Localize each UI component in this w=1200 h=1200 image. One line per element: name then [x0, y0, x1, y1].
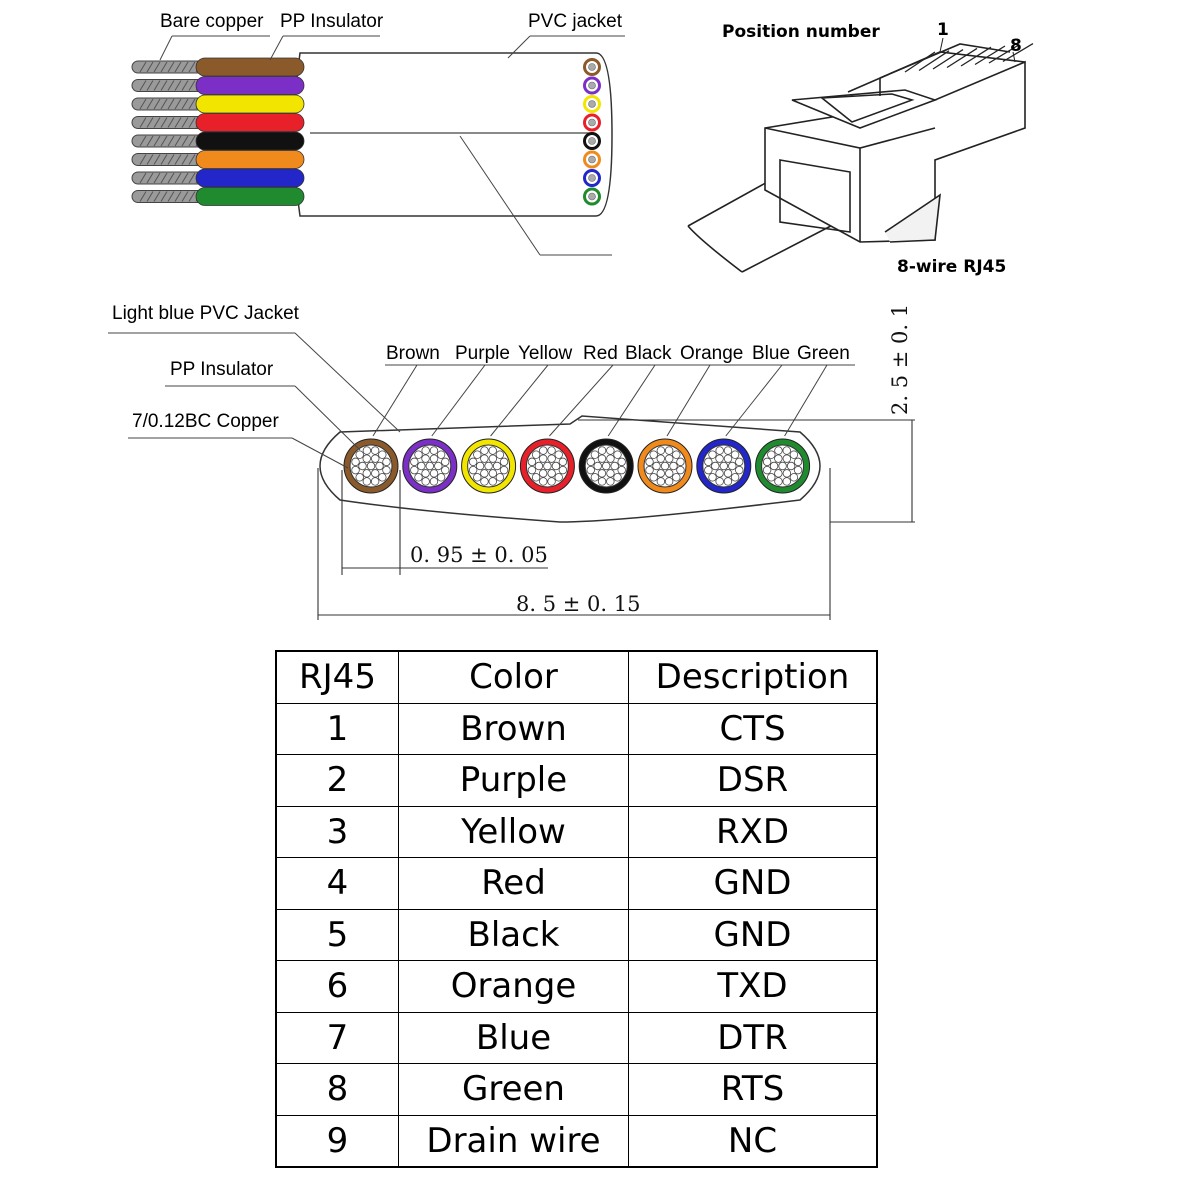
description-cell: RTS: [628, 1063, 878, 1116]
header-description: Description: [628, 650, 878, 704]
color-cell: Red: [398, 857, 629, 910]
pin-cell: 3: [275, 805, 399, 858]
label-light-blue-pvc-jacket: Light blue PVC Jacket: [112, 303, 300, 324]
color-cell: Brown: [398, 702, 629, 755]
description-cell: TXD: [628, 960, 878, 1013]
color-cell: Purple: [398, 754, 629, 807]
pin-cell: 2: [275, 754, 399, 807]
description-cell: NC: [628, 1114, 878, 1168]
wire-label-orange: Orange: [680, 343, 743, 364]
pin-cell: 8: [275, 1063, 399, 1116]
wire-label-green: Green: [797, 343, 850, 364]
description-cell: GND: [628, 857, 878, 910]
color-cell: Black: [398, 908, 629, 961]
pin-cell: 7: [275, 1011, 399, 1064]
wire-cross-sections: Brown Purple Yellow Red Black Orange Blue Green: [343, 343, 850, 494]
flat-cable-illustration: Bare copper PP Insulator PVC jacket: [131, 11, 625, 256]
pin-cell: 9: [275, 1114, 399, 1168]
color-cell: Blue: [398, 1011, 629, 1064]
wire-strips: [131, 57, 305, 206]
insulated-wire-blue: [195, 168, 305, 188]
color-cell: Drain wire: [398, 1114, 629, 1168]
description-cell: DSR: [628, 754, 878, 807]
dim-thickness: 2. 5 ± 0. 1: [888, 304, 912, 415]
color-cell: Yellow: [398, 805, 629, 858]
label-copper-spec: 7/0.12BC Copper: [132, 411, 279, 432]
label-position-8: 8: [1010, 36, 1022, 56]
pin-cell: 5: [275, 908, 399, 961]
pin-cell: 1: [275, 702, 399, 755]
table-header-row: RJ45 Color Description: [275, 650, 878, 704]
rj45-connector-illustration: [687, 37, 1034, 273]
cross-section-illustration: Brown Purple Yellow Red Black Orange Blue Green…: [108, 303, 915, 620]
pin-cell: 4: [275, 857, 399, 910]
wire-label-black: Black: [625, 343, 672, 364]
diagram-canvas: Bare copper PP Insulator PVC jacket Posi…: [108, 11, 1034, 620]
pvc-jacket-shape: [293, 52, 613, 217]
insulated-wire-purple: [195, 76, 305, 95]
description-cell: GND: [628, 908, 878, 961]
dim-width: 8. 5 ± 0. 15: [516, 592, 640, 616]
description-cell: DTR: [628, 1011, 878, 1064]
insulated-wire-orange: [195, 150, 305, 169]
label-bare-copper: Bare copper: [160, 11, 264, 32]
insulated-wire-green: [195, 187, 305, 206]
label-8-wire-rj45: 8-wire RJ45: [897, 257, 1006, 277]
label-pp-insulator: PP Insulator: [170, 359, 274, 380]
insulated-wire-brown: [195, 57, 305, 77]
insulated-wire-yellow: [195, 94, 305, 114]
wire-label-red: Red: [583, 343, 618, 364]
label-position-1: 1: [937, 20, 949, 40]
label-pp-insulator-top: PP Insulator: [280, 11, 384, 32]
wire-label-purple: Purple: [455, 343, 510, 364]
pin-cell: 6: [275, 960, 399, 1013]
wire-label-yellow: Yellow: [518, 343, 573, 364]
wire-label-brown: Brown: [386, 343, 440, 364]
color-cell: Green: [398, 1063, 629, 1116]
description-cell: RXD: [628, 805, 878, 858]
label-pvc-jacket: PVC jacket: [528, 11, 623, 32]
insulated-wire-red: [195, 113, 305, 132]
wire-label-blue: Blue: [752, 343, 790, 364]
description-cell: CTS: [628, 702, 878, 755]
header-color: Color: [398, 650, 629, 704]
dim-pitch: 0. 95 ± 0. 05: [410, 543, 548, 567]
label-position-number: Position number: [722, 22, 880, 42]
insulated-wire-black: [195, 131, 305, 151]
cable-end-view: [583, 58, 601, 206]
header-rj45: RJ45: [275, 650, 399, 704]
color-cell: Orange: [398, 960, 629, 1013]
